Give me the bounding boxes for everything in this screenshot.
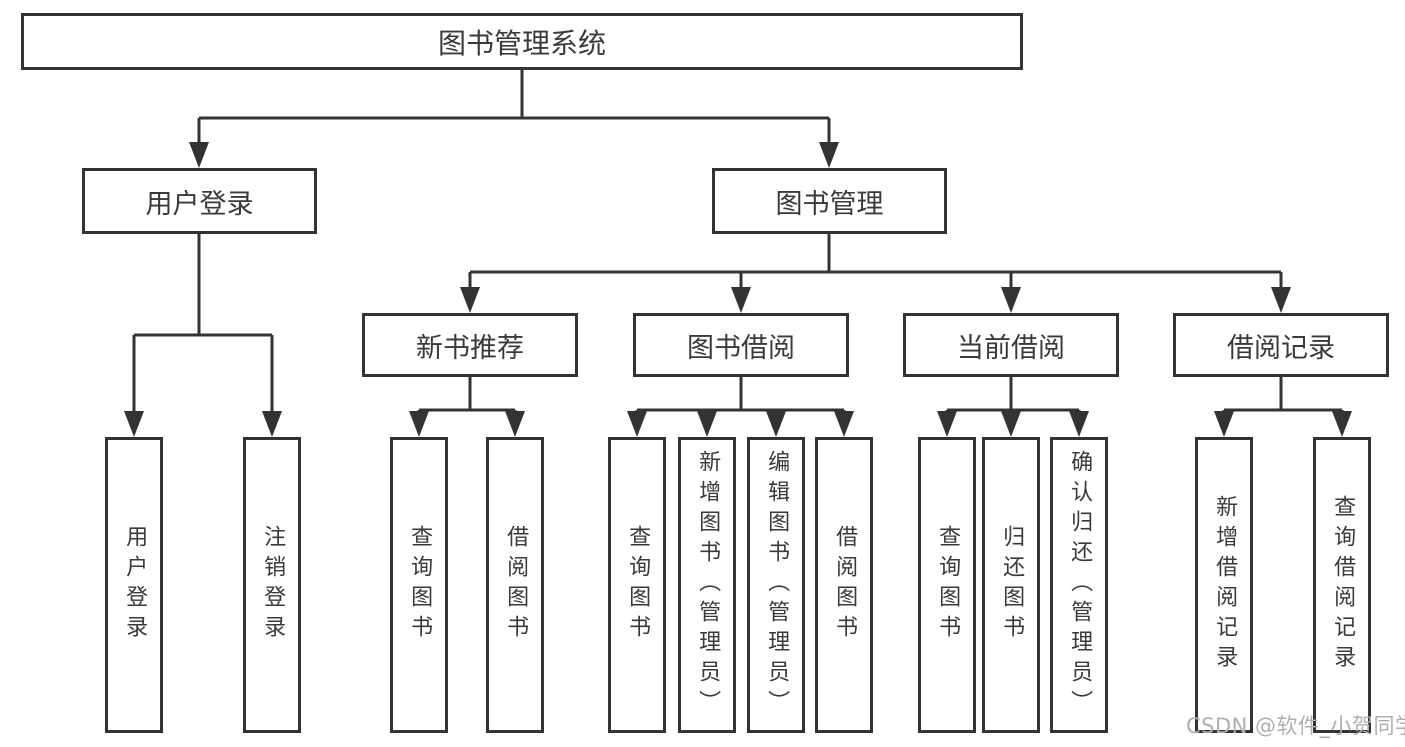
node-label: 查询图书 xyxy=(935,525,961,645)
leaf-edit-book-admin: 编辑图书（管理员） xyxy=(747,437,805,733)
node-label: 查询图书 xyxy=(625,525,651,645)
node-label: 查询图书 xyxy=(407,525,433,645)
leaf-query-books-current: 查询图书 xyxy=(918,437,976,733)
leaf-return-book: 归还图书 xyxy=(982,437,1040,733)
node-label: 借阅图书 xyxy=(503,525,529,645)
node-borrow-records: 借阅记录 xyxy=(1173,313,1389,377)
node-label: 注销登录 xyxy=(260,525,286,645)
node-new-book-recommend: 新书推荐 xyxy=(362,313,578,377)
arrowhead-icons xyxy=(124,142,1352,437)
node-label: 新增图书（管理员） xyxy=(695,450,721,720)
node-current-borrow: 当前借阅 xyxy=(903,313,1119,377)
leaf-query-borrow-record: 查询借阅记录 xyxy=(1313,437,1371,733)
node-label: 用户登录 xyxy=(122,525,148,645)
csdn-watermark: CSDN @软件_小贺同学 xyxy=(1186,714,1405,738)
leaf-confirm-return-admin: 确认归还（管理员） xyxy=(1050,437,1108,733)
leaf-borrow-books: 借阅图书 xyxy=(815,437,873,733)
node-book-borrow: 图书借阅 xyxy=(633,313,849,377)
node-label: 当前借阅 xyxy=(957,332,1065,364)
node-user-login: 用户登录 xyxy=(82,168,317,234)
leaf-query-books-borrow: 查询图书 xyxy=(608,437,666,733)
node-label: 借阅图书 xyxy=(832,525,858,645)
leaf-query-books-recommend: 查询图书 xyxy=(390,437,448,733)
node-label: 图书管理系统 xyxy=(437,26,606,60)
node-label: 新增借阅记录 xyxy=(1212,495,1238,675)
node-label: 用户登录 xyxy=(145,188,254,220)
node-label: 编辑图书（管理员） xyxy=(764,450,790,720)
leaf-add-borrow-record: 新增借阅记录 xyxy=(1195,437,1253,733)
node-label: 新书推荐 xyxy=(416,332,524,364)
node-label: 借阅记录 xyxy=(1227,332,1335,364)
node-book-management: 图书管理 xyxy=(712,168,947,234)
node-label: 图书借阅 xyxy=(687,332,795,364)
leaf-user-login: 用户登录 xyxy=(105,437,163,733)
leaf-add-book-admin: 新增图书（管理员） xyxy=(678,437,736,733)
node-label: 确认归还（管理员） xyxy=(1067,450,1093,720)
leaf-borrow-books-recommend: 借阅图书 xyxy=(486,437,544,733)
node-label: 图书管理 xyxy=(775,188,884,220)
leaf-logout: 注销登录 xyxy=(243,437,301,733)
node-label: 查询借阅记录 xyxy=(1330,495,1356,675)
node-label: 归还图书 xyxy=(999,525,1025,645)
node-library-management-system: 图书管理系统 xyxy=(21,13,1023,70)
